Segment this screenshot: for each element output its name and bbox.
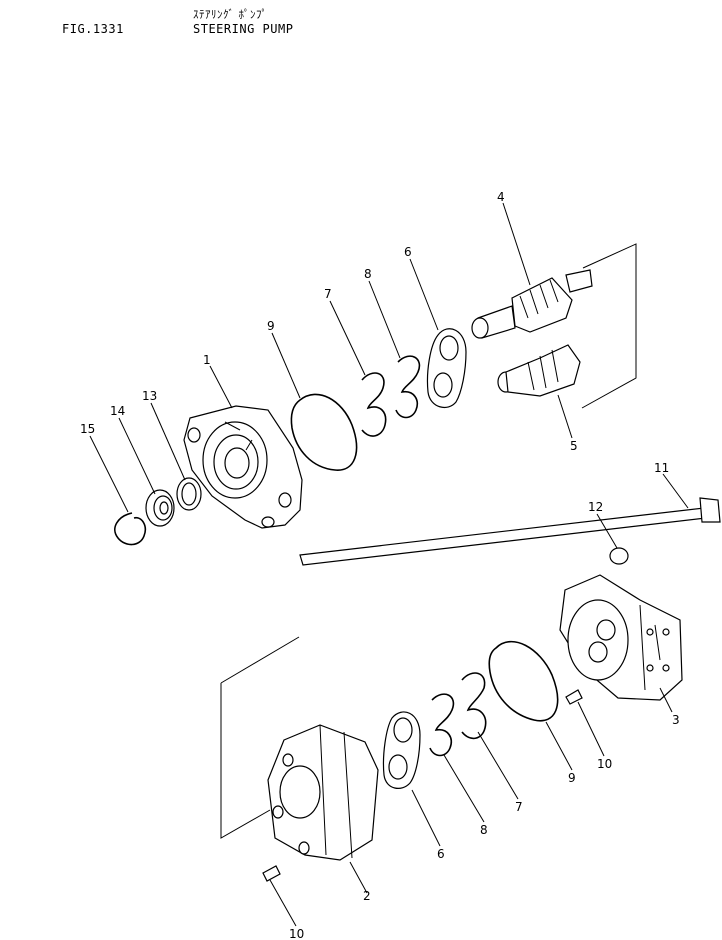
callout-10-left: 10 bbox=[289, 927, 304, 940]
snap-ring-part-15 bbox=[114, 512, 147, 546]
rear-cover-part-3 bbox=[559, 574, 683, 701]
backup-ring-lower-part-7 bbox=[461, 672, 487, 740]
callout-8-lower: 8 bbox=[480, 823, 488, 837]
callout-13: 13 bbox=[142, 389, 157, 403]
washer-part-12 bbox=[609, 547, 629, 565]
drive-gear-shaft-part-4 bbox=[471, 269, 593, 339]
side-plate-lower-part-6 bbox=[382, 711, 421, 789]
driven-gear-part-5 bbox=[497, 344, 581, 397]
callout-6-upper: 6 bbox=[404, 245, 412, 259]
bearing-part-14 bbox=[145, 489, 175, 527]
seal-upper-part-8 bbox=[395, 355, 421, 419]
gear-group-bracket bbox=[581, 243, 637, 409]
title-english: STEERING PUMP bbox=[193, 22, 294, 36]
o-ring-lower-part-9 bbox=[488, 640, 559, 722]
callout-2: 2 bbox=[363, 889, 371, 903]
oil-seal-part-13 bbox=[176, 477, 202, 511]
bolt-part-11 bbox=[299, 497, 721, 566]
callout-6-lower: 6 bbox=[437, 847, 445, 861]
seal-lower-part-8 bbox=[429, 693, 455, 757]
dowel-pin-left-part-10 bbox=[262, 865, 281, 882]
figure-number: FIG.1331 bbox=[62, 22, 124, 36]
callout-5: 5 bbox=[570, 439, 578, 453]
lower-group-bracket-top bbox=[220, 636, 300, 684]
side-plate-upper-part-6 bbox=[426, 328, 467, 409]
callout-3: 3 bbox=[672, 713, 680, 727]
callout-14: 14 bbox=[110, 404, 125, 418]
o-ring-upper-part-9 bbox=[290, 393, 358, 471]
leader-lines bbox=[89, 202, 689, 927]
backup-ring-upper-part-7 bbox=[361, 372, 387, 437]
callout-10-right: 10 bbox=[597, 757, 612, 771]
dowel-pin-right-part-10 bbox=[565, 689, 583, 705]
callout-12: 12 bbox=[588, 500, 603, 514]
callout-9-lower: 9 bbox=[568, 771, 576, 785]
title-japanese: ｽﾃｱﾘﾝｸﾞ ﾎﾟﾝﾌﾟ bbox=[193, 8, 268, 21]
callout-labels: 1 2 3 4 5 6 6 7 7 8 8 9 9 10 10 11 12 13… bbox=[80, 190, 680, 940]
callout-8-upper: 8 bbox=[364, 267, 372, 281]
callout-9-upper: 9 bbox=[267, 319, 275, 333]
callout-1: 1 bbox=[203, 353, 211, 367]
front-cover-part-1 bbox=[183, 405, 303, 529]
callout-4: 4 bbox=[497, 190, 505, 204]
callout-7-upper: 7 bbox=[324, 287, 332, 301]
lower-group-bracket bbox=[220, 683, 271, 839]
callout-11: 11 bbox=[654, 461, 669, 475]
gear-case-part-2 bbox=[267, 724, 379, 861]
callout-7-lower: 7 bbox=[515, 800, 523, 814]
callout-15: 15 bbox=[80, 422, 95, 436]
